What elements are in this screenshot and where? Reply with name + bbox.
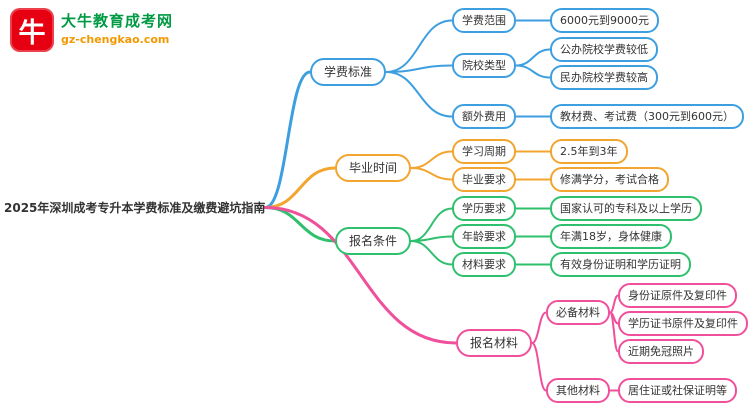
topic-required-mat: 必备材料 [546,300,610,325]
topic-other-mat: 其他材料 [546,378,610,403]
topic-school-private: 民办院校学费较高 [550,65,658,90]
topic-fee: 学费标准 [310,58,387,86]
edge-fee-to-extra-fee [385,71,453,118]
central-topic: 2025年深圳成考专升本学费标准及缴费避坑指南 [4,201,266,215]
topic-school-public: 公办院校学费较低 [550,37,658,62]
bull-logo-icon: 牛 [10,8,54,52]
topic-study-period: 学习周期 [452,139,516,164]
topic-id-card: 身份证原件及复印件 [618,283,737,308]
topic-residence: 居住证或社保证明等 [618,378,737,403]
topic-age-req-val: 年满18岁，身体健康 [550,224,672,249]
topic-grad: 毕业时间 [335,154,412,182]
edge-required-mat-to-photo [609,311,619,353]
edge-materials-to-other-mat [531,342,547,392]
edge-fee-to-fee-range [385,19,453,73]
topic-study-period-val: 2.5年到3年 [550,139,628,164]
topic-edu-req: 学历要求 [452,196,516,221]
site-logo: 牛 大牛教育成考网 gz-chengkao.com [10,8,173,52]
edge-cond-to-mat-req [410,240,453,266]
topic-fee-range-val: 6000元到9000元 [550,8,659,33]
edge-grad-to-grad-req [410,167,453,181]
edge-root-to-fee [263,70,312,209]
topic-school-type: 院校类型 [452,53,516,78]
topic-mat-req-val: 有效身份证明和学历证明 [550,252,691,277]
topic-cond: 报名条件 [335,227,412,255]
site-name: 大牛教育成考网 [61,12,174,30]
edge-fee-to-school-type [385,64,453,73]
edge-root-to-grad [263,166,337,209]
topic-mat-req: 材料要求 [452,252,516,277]
topic-grad-req: 毕业要求 [452,167,516,192]
topic-fee-range: 学费范围 [452,8,516,33]
logo-text-block: 大牛教育成考网 gz-chengkao.com [61,8,173,47]
topic-photo: 近期免冠照片 [618,339,704,364]
topic-grad-req-val: 修满学分，考试合格 [550,167,669,192]
edge-materials-to-required-mat [531,311,547,344]
topic-age-req: 年龄要求 [452,224,516,249]
edge-root-to-materials [263,206,458,345]
topic-diploma: 学历证书原件及复印件 [618,311,748,336]
edge-school-type-to-school-private [515,64,551,79]
topic-extra-fee-val: 教材费、考试费（300元到600元） [550,104,744,129]
topic-extra-fee: 额外费用 [452,104,516,129]
topic-materials: 报名材料 [456,329,533,357]
topic-edu-req-val: 国家认可的专科及以上学历 [550,196,702,221]
site-url: gz-chengkao.com [61,33,170,46]
